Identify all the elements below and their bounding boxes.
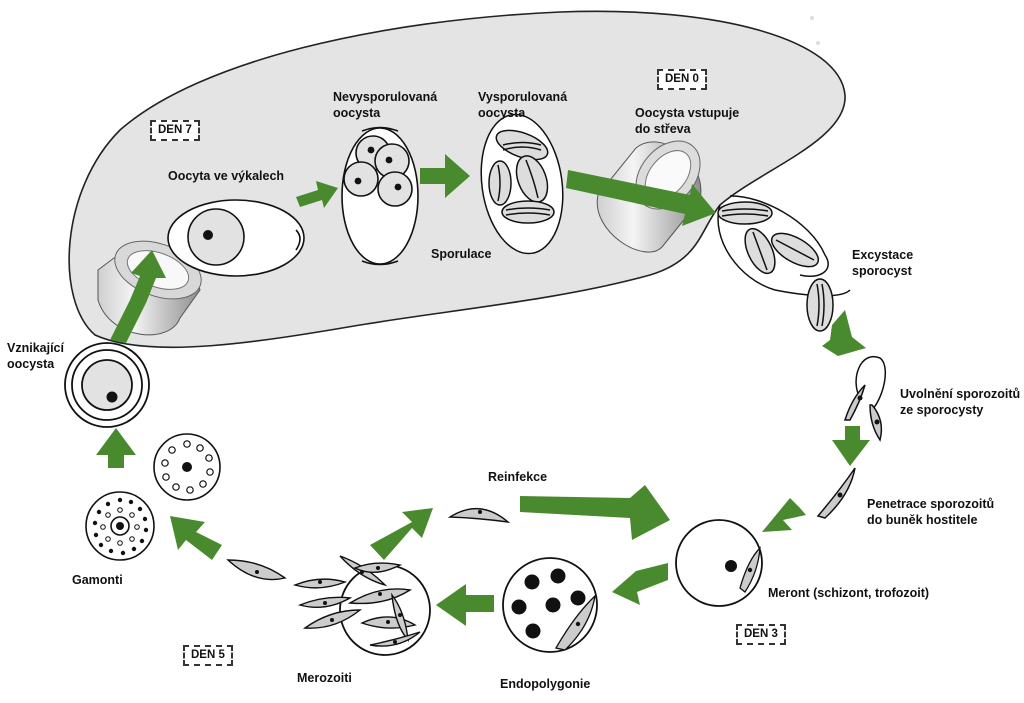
arrow-into-gut	[566, 170, 716, 226]
oocyst-in-feces	[167, 199, 305, 277]
label-reinfection: Reinfekce	[488, 470, 548, 484]
day-0-badge: DEN 0	[657, 69, 707, 90]
day-7-badge: DEN 7	[150, 120, 200, 141]
arrow-excystation	[822, 310, 866, 356]
cycle-arrows	[96, 154, 870, 626]
emerging-oocyst	[64, 342, 150, 428]
arrow-tube-to-feces	[110, 250, 166, 343]
arrow-feces-to-unsporulated	[296, 181, 338, 208]
arrow-meront-to-endopolygony	[612, 563, 668, 605]
label-oocyst-enters: Oocysta vstupuje do střeva	[635, 106, 740, 136]
microgamont	[153, 433, 221, 501]
arrow-reinfection	[520, 485, 670, 540]
label-endopolygony: Endopolygonie	[500, 677, 591, 691]
day-3-badge: DEN 3	[736, 624, 786, 645]
arrow-endopolygony-to-merozoites	[436, 584, 494, 626]
unsporulated-oocyst	[341, 126, 419, 266]
label-excystation: Excystace sporocyst	[852, 248, 914, 278]
label-emerging-oocyst: Vznikající oocysta	[7, 341, 64, 371]
speck	[816, 41, 820, 45]
sporulated-oocyst	[480, 113, 564, 255]
label-release: Uvolnění sporozoitů ze sporocysty	[900, 387, 1021, 417]
label-sporulated: Vysporulovaná oocysta	[478, 90, 568, 120]
penetrating-sporozoite	[816, 467, 856, 519]
arrow-merozoites-reinfect	[370, 508, 433, 560]
arrow-merozoites-to-gamonts	[170, 516, 222, 560]
meront-cell	[675, 519, 763, 607]
label-sporulation: Sporulace	[431, 247, 492, 261]
arrow-release	[832, 426, 870, 466]
excysting-sporocysts	[717, 195, 851, 332]
arrow-sporulation	[420, 154, 470, 198]
day-5-badge: DEN 5	[183, 645, 233, 666]
endopolygony-cell	[502, 557, 598, 653]
label-meront: Meront (schizont, trofozoit)	[768, 586, 930, 600]
label-gamonts: Gamonti	[72, 573, 123, 587]
label-unsporulated: Nevysporulovaná oocysta	[333, 90, 438, 120]
released-sporozoites	[843, 355, 887, 442]
merozoites-cluster	[292, 555, 431, 656]
label-penetration: Penetrace sporozoitů do buněk hostitele	[867, 497, 995, 527]
loose-merozoites	[226, 507, 511, 581]
arrow-gamonts-to-emerging	[96, 428, 136, 468]
speck	[810, 16, 814, 20]
macrogamont	[85, 491, 155, 561]
label-oocyst-feces: Oocyta ve výkalech	[168, 169, 285, 183]
label-merozoites: Merozoiti	[297, 671, 352, 685]
arrow-penetration	[762, 498, 806, 532]
